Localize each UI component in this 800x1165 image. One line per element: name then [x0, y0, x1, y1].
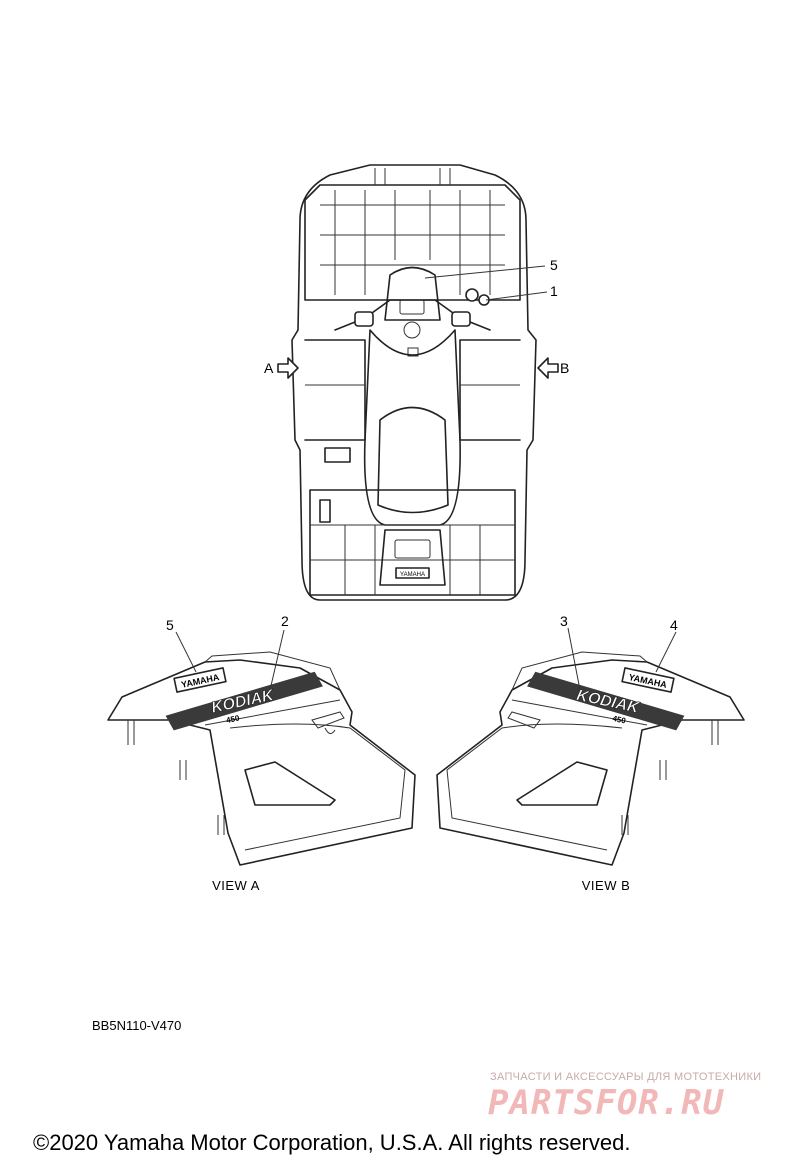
view-b-arrow-icon [537, 357, 559, 379]
copyright-notice: ©2020 Yamaha Motor Corporation, U.S.A. A… [33, 1130, 631, 1155]
view-b-yamaha-decal: YAMAHA [621, 667, 675, 693]
callout-4: 4 [670, 617, 678, 633]
view-a-arrow-icon [277, 357, 299, 379]
callout-line-5-top [424, 265, 546, 279]
callout-2: 2 [281, 613, 289, 629]
view-b-label: VIEW B [582, 878, 631, 893]
callout-1: 1 [550, 283, 558, 299]
svg-text:KODIAK: KODIAK [210, 687, 277, 717]
callout-line-2 [269, 629, 285, 691]
svg-text:KODIAK: KODIAK [575, 687, 642, 717]
svg-text:450: 450 [225, 713, 240, 725]
view-b-panel: YAMAHA KODIAK 450 3 4 VIEW B [436, 613, 745, 893]
atv-top-view: YAMAHA 5 1 A B [264, 164, 569, 601]
callout-line-5-view-a [175, 631, 197, 673]
view-b-arrow-label: B [560, 360, 569, 376]
view-a-arrow-label: A [264, 360, 274, 376]
callout-3: 3 [560, 613, 568, 629]
callout-5-view-a: 5 [166, 617, 174, 633]
view-a-label: VIEW A [212, 878, 260, 893]
watermark-tagline: ЗАПЧАСТИ И АКСЕССУАРЫ ДЛЯ МОТОТЕХНИКИ [490, 1071, 762, 1083]
callout-line-4 [655, 631, 677, 673]
svg-text:450: 450 [612, 714, 627, 726]
callout-line-1 [485, 291, 548, 301]
view-a-yamaha-decal: YAMAHA [173, 667, 227, 693]
rear-yamaha-decal: YAMAHA [400, 572, 425, 578]
watermark-logo: PARTSFOR.RU [488, 1083, 725, 1123]
callout-5-top: 5 [550, 257, 558, 273]
view-a-panel: YAMAHA KODIAK 450 5 2 VIEW A [107, 613, 416, 893]
callout-line-3 [567, 627, 581, 691]
diagram-code: BB5N110-V470 [92, 1018, 181, 1033]
